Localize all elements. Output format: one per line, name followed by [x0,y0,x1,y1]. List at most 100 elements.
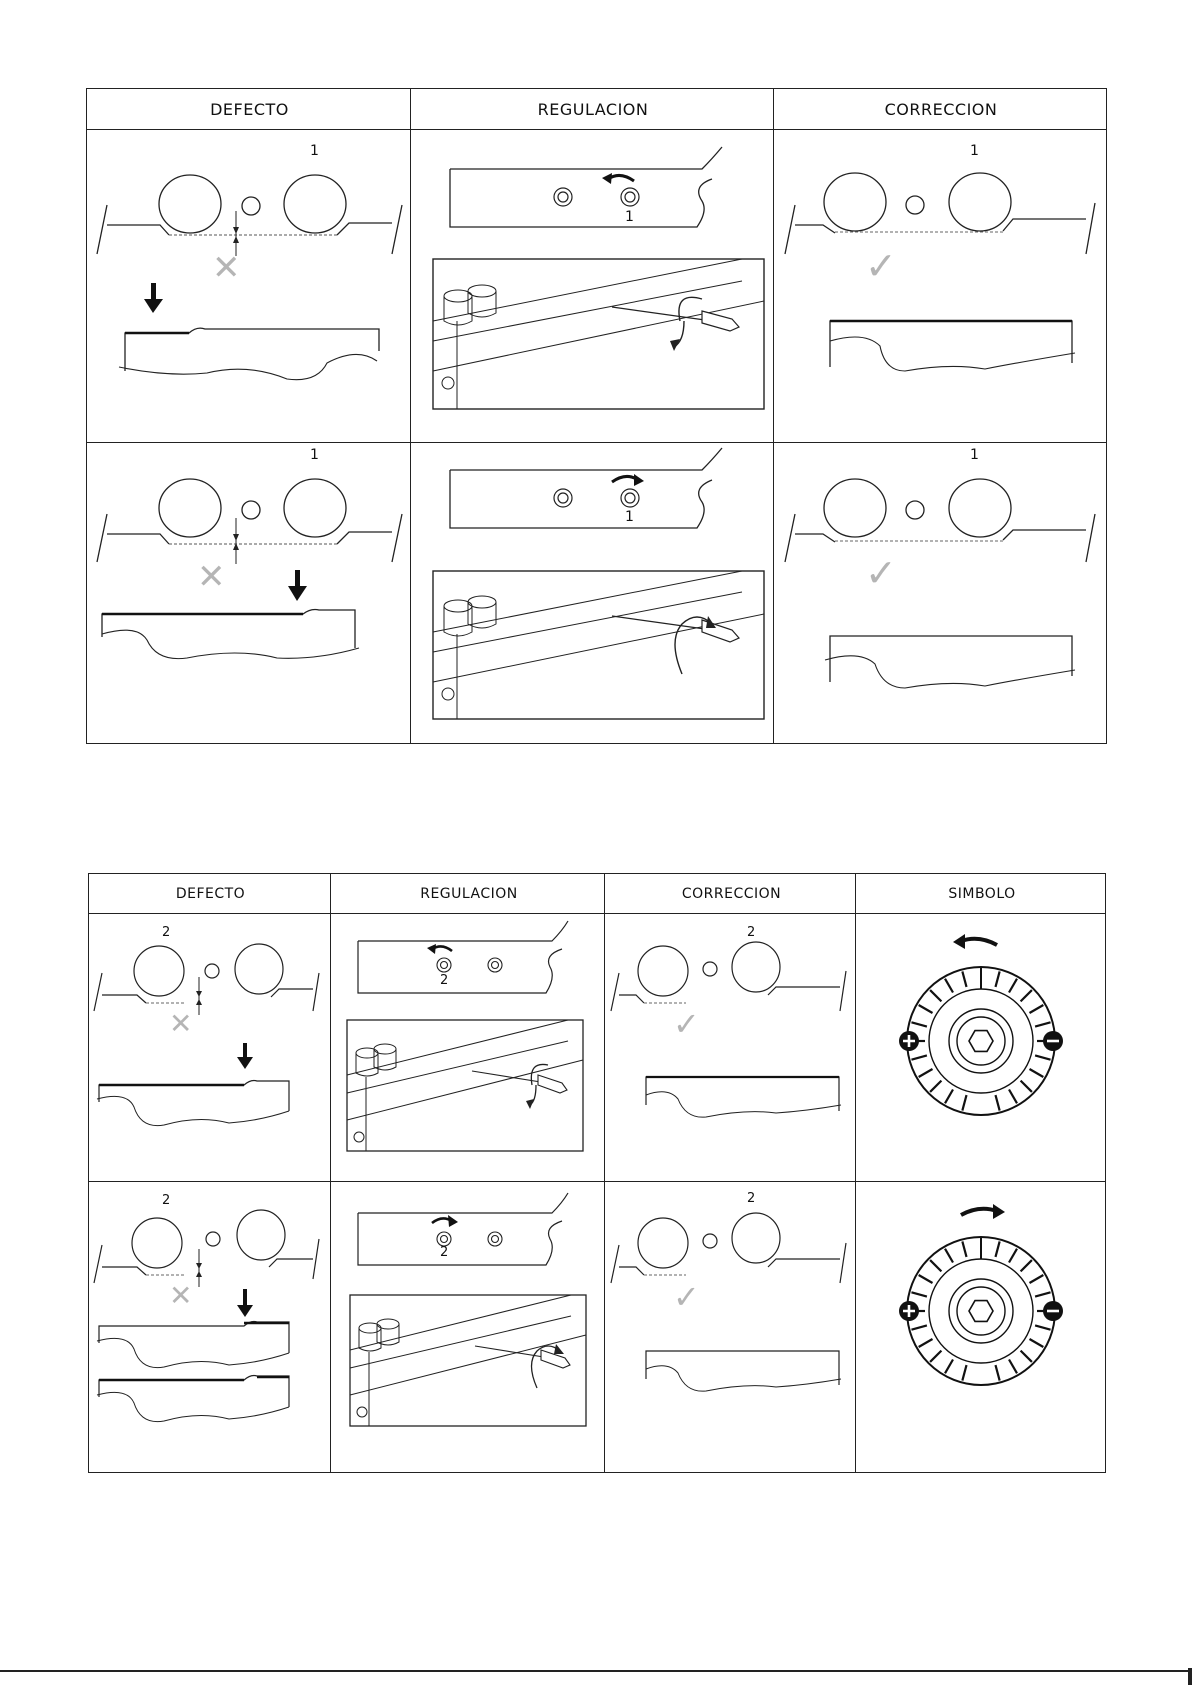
dial-tick [1029,1069,1043,1077]
roller-number-label: 1 [310,143,319,159]
dial-tick [1009,1249,1017,1263]
dial-tick [919,1069,933,1077]
dial-tick [911,1022,926,1026]
dial-tick [945,1359,953,1373]
dial-tick [995,971,999,986]
screw-number-label: 1 [625,509,634,525]
page-corner-mark [1188,1668,1192,1685]
dial-tick [1029,1005,1043,1013]
correction-diagram-row-1: ✓ 2 [606,915,855,1181]
roller-number-label: 1 [970,447,979,463]
dial-tick [919,1005,933,1013]
roller-number-label: 2 [747,925,755,940]
adjustment-dial [857,1183,1107,1473]
column-divider [330,874,331,1472]
down-arrow-icon [237,1057,253,1069]
defect-drawing: ✕ [87,444,410,744]
dial-tick [1009,1089,1017,1103]
dial-tick [919,1339,933,1347]
dial-tick [1029,1339,1043,1347]
regulation-diagram-row-2: 2 [332,1183,604,1473]
dial-tick [995,1095,999,1110]
row-divider [89,1181,1105,1182]
roller-number-label: 1 [970,143,979,159]
dial-tick [1009,979,1017,993]
regulation-diagram-row-1: 1 [412,131,773,442]
adjustment-table-roller-2: DEFECTO REGULACION CORRECCION SIMBOLO ✕ … [88,873,1106,1473]
rotate-cw-arrow-icon [961,1209,997,1215]
column-divider [773,89,774,743]
dial-tick [945,979,953,993]
screw-number-label: 2 [440,973,448,988]
dial-tick [1021,1260,1032,1271]
dial-tick [1021,1081,1032,1092]
dial-tick [962,971,966,986]
dial-tick [919,1275,933,1283]
regulation-diagram-row-1: 2 [332,915,604,1181]
correction-diagram-row-2: ✓ 1 [775,444,1108,744]
down-arrow-icon [144,299,163,313]
cross-mark-icon: ✕ [169,1279,192,1312]
dial-tick [1029,1275,1043,1283]
dial-tick [962,1241,966,1256]
regulation-drawing [412,444,773,744]
header-correccion: CORRECCION [774,89,1108,130]
dial-tick [1035,1325,1050,1329]
rotate-ccw-arrow-icon [961,939,997,945]
header-simbolo: SIMBOLO [857,874,1107,914]
adjustment-table-roller-1: DEFECTO REGULACION CORRECCION ✕ 1 [86,88,1107,744]
correction-diagram-row-2: ✓ 2 [606,1183,855,1473]
regulation-drawing [412,131,773,442]
hex-socket-icon [969,1301,993,1322]
correction-drawing: ✓ [775,444,1108,744]
header-defecto: DEFECTO [89,874,332,914]
dial-tick [945,1089,953,1103]
dial-tick [1035,1055,1050,1059]
check-mark-icon: ✓ [673,1278,700,1316]
dial-tick [930,1260,941,1271]
column-divider [410,89,411,743]
header-regulacion: REGULACION [412,89,774,130]
dial-tick [995,1365,999,1380]
header-divider [89,913,1105,914]
header-regulacion: REGULACION [332,874,606,914]
dial-tick [962,1095,966,1110]
cross-mark-icon: ✕ [197,557,226,597]
roller-number-label: 1 [310,447,319,463]
roller-number-label: 2 [162,925,170,940]
correction-diagram-row-1: ✓ 1 [775,131,1108,442]
screw-number-label: 2 [440,1245,448,1260]
dial-tick [930,1081,941,1092]
dial-tick [911,1055,926,1059]
rotate-ccw-arrow-icon [608,175,634,181]
regulation-drawing [332,915,604,1181]
defect-drawing: ✕ [89,1183,330,1473]
down-arrow-icon [288,586,307,601]
defect-drawing: ✕ [87,131,410,442]
cross-mark-icon: ✕ [212,248,241,288]
roller-number-label: 2 [162,1193,170,1208]
column-divider [604,874,605,1472]
regulation-diagram-row-2: 1 [412,444,773,744]
dial-tick [930,1351,941,1362]
correction-drawing: ✓ [606,1183,855,1473]
dial-tick [911,1325,926,1329]
defect-drawing: ✕ [89,915,330,1181]
regulation-drawing [332,1183,604,1473]
defect-diagram-row-1: ✕ 2 [89,915,330,1181]
row-divider [87,442,1106,443]
dial-tick [1021,990,1032,1001]
check-mark-icon: ✓ [673,1005,700,1043]
defect-diagram-row-1: ✕ 1 [87,131,410,442]
check-mark-icon: ✓ [865,244,897,288]
correction-drawing: ✓ [606,915,855,1181]
header-correccion: CORRECCION [606,874,857,914]
defect-diagram-row-2: ✕ 2 [89,1183,330,1473]
dial-tick [1021,1351,1032,1362]
adjustment-dial [857,915,1107,1181]
symbol-dial-ccw [857,915,1107,1181]
hex-socket-icon [969,1031,993,1052]
symbol-dial-cw [857,1183,1107,1473]
cross-mark-icon: ✕ [169,1007,192,1040]
roller-number-label: 2 [747,1191,755,1206]
